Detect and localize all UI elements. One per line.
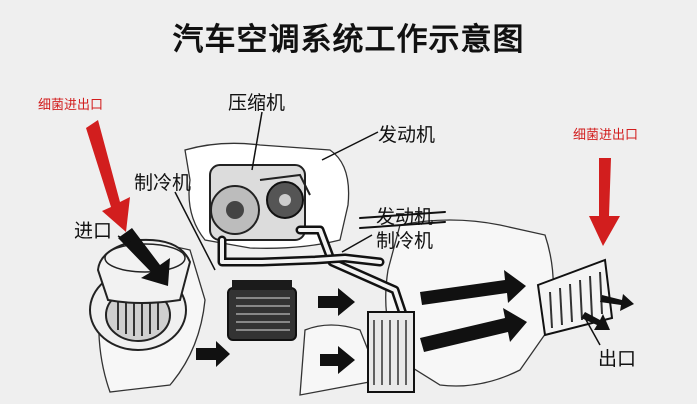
- label-outlet: 出口: [598, 348, 637, 370]
- outlet-vent-illustration: [536, 258, 614, 337]
- label-engine-refrigerant-1: 发动机: [376, 206, 434, 228]
- airflow-arrow-fan: [196, 341, 230, 367]
- airflow-arrow-upper-right: [420, 270, 526, 305]
- evaporator-illustration: [227, 280, 297, 341]
- label-refrigerant: 制冷机: [134, 172, 192, 194]
- label-inlet: 进口: [74, 220, 113, 242]
- refrigerant-pipes: [217, 211, 446, 325]
- label-engine-refrigerant-2: 制冷机: [376, 230, 434, 252]
- condenser-illustration: [367, 311, 415, 393]
- diagram-title: 汽车空调系统工作示意图: [172, 22, 525, 58]
- airflow-arrow-lower-right: [420, 308, 527, 352]
- airflow-arrow-intake: [118, 228, 170, 286]
- airflow-arrows: [118, 228, 634, 374]
- label-compressor: 压缩机: [228, 92, 286, 114]
- label-inlet-outlet-left: 细菌进出口: [38, 98, 104, 113]
- leader-lines: [117, 111, 601, 346]
- red-arrow-right: [589, 158, 620, 246]
- airflow-arrow-exit-2: [581, 312, 610, 330]
- label-inlet-outlet-right: 细菌进出口: [573, 128, 639, 143]
- airflow-arrow-exit-1: [600, 294, 634, 311]
- red-arrow-left: [86, 120, 130, 232]
- airflow-arrow-mid-upper: [318, 288, 355, 316]
- air-intake-funnel: [96, 238, 192, 304]
- red-indicator-arrows: [86, 120, 620, 246]
- airflow-arrow-mid-lower: [320, 346, 355, 374]
- compressor-illustration: [209, 164, 311, 241]
- label-engine: 发动机: [378, 124, 436, 146]
